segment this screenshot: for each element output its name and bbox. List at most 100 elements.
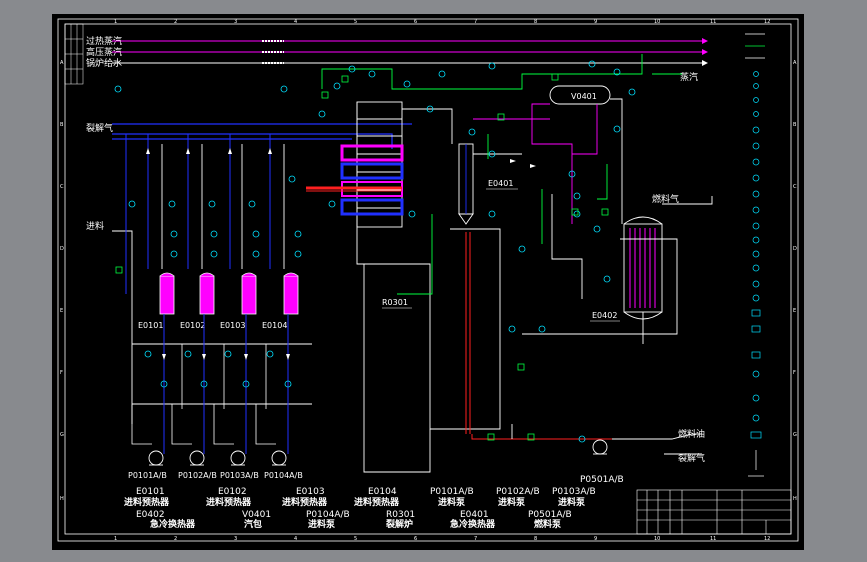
fuel-gas-right-label: 燃料气 (652, 193, 679, 205)
cracked-gas-outlet-label: 裂解气 (678, 452, 705, 464)
svg-text:11: 11 (710, 536, 716, 542)
svg-text:12: 12 (764, 536, 770, 542)
pipe-arrows (146, 148, 536, 360)
steam-headers (112, 38, 708, 66)
svg-text:11: 11 (710, 19, 716, 25)
tag-p0103: P0103A/B (220, 471, 259, 480)
instrument-bubbles (114, 60, 636, 443)
svg-text:6: 6 (414, 19, 417, 25)
preheater-e0103 (241, 272, 257, 315)
control-valves (115, 73, 609, 441)
svg-text:进料预热器: 进料预热器 (282, 496, 328, 508)
pump-p0104 (271, 450, 287, 466)
svg-text:9: 9 (594, 536, 597, 542)
svg-text:P0101A/B: P0101A/B (430, 487, 474, 497)
equipment-legend-row2: E0402 急冷换热器 V0401 汽包 P0104A/B 进料泵 R0301 … (136, 510, 572, 530)
fuel-gas-inlet-label: 裂解气 (86, 122, 113, 134)
svg-text:3: 3 (234, 536, 237, 542)
svg-text:3: 3 (234, 19, 237, 25)
svg-text:7: 7 (474, 19, 477, 25)
tag-r0301: R0301 (382, 298, 408, 307)
feed-inlet-label: 进料 (86, 220, 104, 232)
grid-column-numbers-bottom: 1 2 3 4 5 6 7 8 9 10 11 12 (114, 536, 770, 542)
svg-text:燃料泵: 燃料泵 (534, 518, 562, 530)
pump-p0102 (189, 450, 205, 466)
svg-text:进料预热器: 进料预热器 (124, 496, 170, 508)
svg-text:4: 4 (294, 536, 297, 542)
svg-text:D: D (793, 246, 797, 252)
tag-e0103: E0103 (220, 321, 245, 330)
grid-column-numbers-top: 1 2 3 4 5 6 7 8 9 10 11 12 (114, 19, 770, 25)
svg-text:4: 4 (294, 19, 297, 25)
svg-text:1: 1 (114, 19, 117, 25)
svg-text:进料预热器: 进料预热器 (206, 496, 252, 508)
drawing-frame (57, 18, 799, 542)
svg-text:急冷换热器: 急冷换热器 (150, 518, 196, 530)
tag-e0104: E0104 (262, 321, 287, 330)
left-vertical-pipes (125, 134, 271, 294)
svg-text:10: 10 (654, 19, 660, 25)
svg-text:8: 8 (534, 536, 537, 542)
svg-text:进料泵: 进料泵 (438, 496, 466, 508)
feed-line (112, 230, 312, 424)
pump-p0101 (148, 450, 164, 466)
top-right-green-lines (612, 54, 682, 75)
svg-text:7: 7 (474, 536, 477, 542)
tag-e0402: E0402 (592, 311, 617, 320)
preheater-e0101 (159, 272, 175, 315)
svg-text:E0402: E0402 (136, 510, 165, 520)
svg-text:9: 9 (594, 19, 597, 25)
svg-text:5: 5 (354, 19, 357, 25)
furnace-coils (306, 144, 404, 216)
svg-text:10: 10 (654, 536, 660, 542)
process-flow-diagram: 1 2 3 4 5 6 7 8 9 10 11 12 1 2 3 4 5 6 7… (57, 18, 799, 542)
preheater-e0104 (283, 272, 299, 315)
symbol-legend-column (745, 33, 765, 477)
fuel-gas-header (112, 123, 412, 149)
svg-text:急冷换热器: 急冷换热器 (450, 518, 496, 530)
tag-p0104: P0104A/B (264, 471, 303, 480)
svg-text:D: D (60, 246, 64, 252)
svg-text:A: A (793, 60, 797, 66)
superheated-steam-label: 过热蒸汽 (86, 35, 122, 47)
svg-text:V0401: V0401 (242, 510, 271, 520)
svg-text:6: 6 (414, 536, 417, 542)
tag-p0501: P0501A/B (580, 475, 624, 485)
tag-e0101: E0101 (138, 321, 163, 330)
svg-text:进料泵: 进料泵 (308, 518, 336, 530)
svg-text:裂解炉: 裂解炉 (385, 518, 413, 530)
grid-row-letters-left: A B C D E F G H (60, 60, 64, 502)
furnace-r0301 (356, 101, 501, 473)
svg-text:F: F (60, 370, 63, 376)
revision-box (64, 23, 84, 85)
fuel-pump-p0501 (592, 439, 608, 455)
svg-text:F: F (793, 370, 796, 376)
svg-text:H: H (793, 496, 797, 502)
pump-p0103 (230, 450, 246, 466)
svg-text:R0301: R0301 (386, 510, 415, 520)
steam-out-label: 蒸汽 (680, 71, 698, 83)
high-pressure-steam-label: 高压蒸汽 (86, 46, 122, 58)
fuel-oil-label: 燃料油 (678, 428, 705, 440)
svg-text:P0104A/B: P0104A/B (306, 510, 350, 520)
tag-v0401: V0401 (571, 92, 597, 101)
tag-e0401: E0401 (488, 179, 513, 188)
transfer-line (465, 232, 612, 440)
tag-p0102: P0102A/B (178, 471, 217, 480)
drawing-sheet: 1 2 3 4 5 6 7 8 9 10 11 12 1 2 3 4 5 6 7… (52, 14, 804, 550)
svg-text:E0401: E0401 (460, 510, 489, 520)
svg-text:E0103: E0103 (296, 487, 325, 497)
boiler-feed-water-label: 锅炉给水 (86, 57, 122, 69)
svg-text:A: A (60, 60, 64, 66)
svg-text:汽包: 汽包 (244, 518, 262, 530)
svg-text:进料泵: 进料泵 (558, 496, 586, 508)
svg-text:B: B (793, 122, 797, 128)
svg-text:C: C (793, 184, 797, 190)
title-block (636, 489, 792, 535)
svg-text:P0102A/B: P0102A/B (496, 487, 540, 497)
steam-drum-v0401 (549, 85, 611, 105)
equipment-legend-row1: E0101 进料预热器 E0102 进料预热器 E0103 进料预热器 E010… (124, 487, 596, 508)
pump-suction-lines (131, 344, 276, 445)
svg-text:E0101: E0101 (136, 487, 165, 497)
svg-text:P0501A/B: P0501A/B (528, 510, 572, 520)
